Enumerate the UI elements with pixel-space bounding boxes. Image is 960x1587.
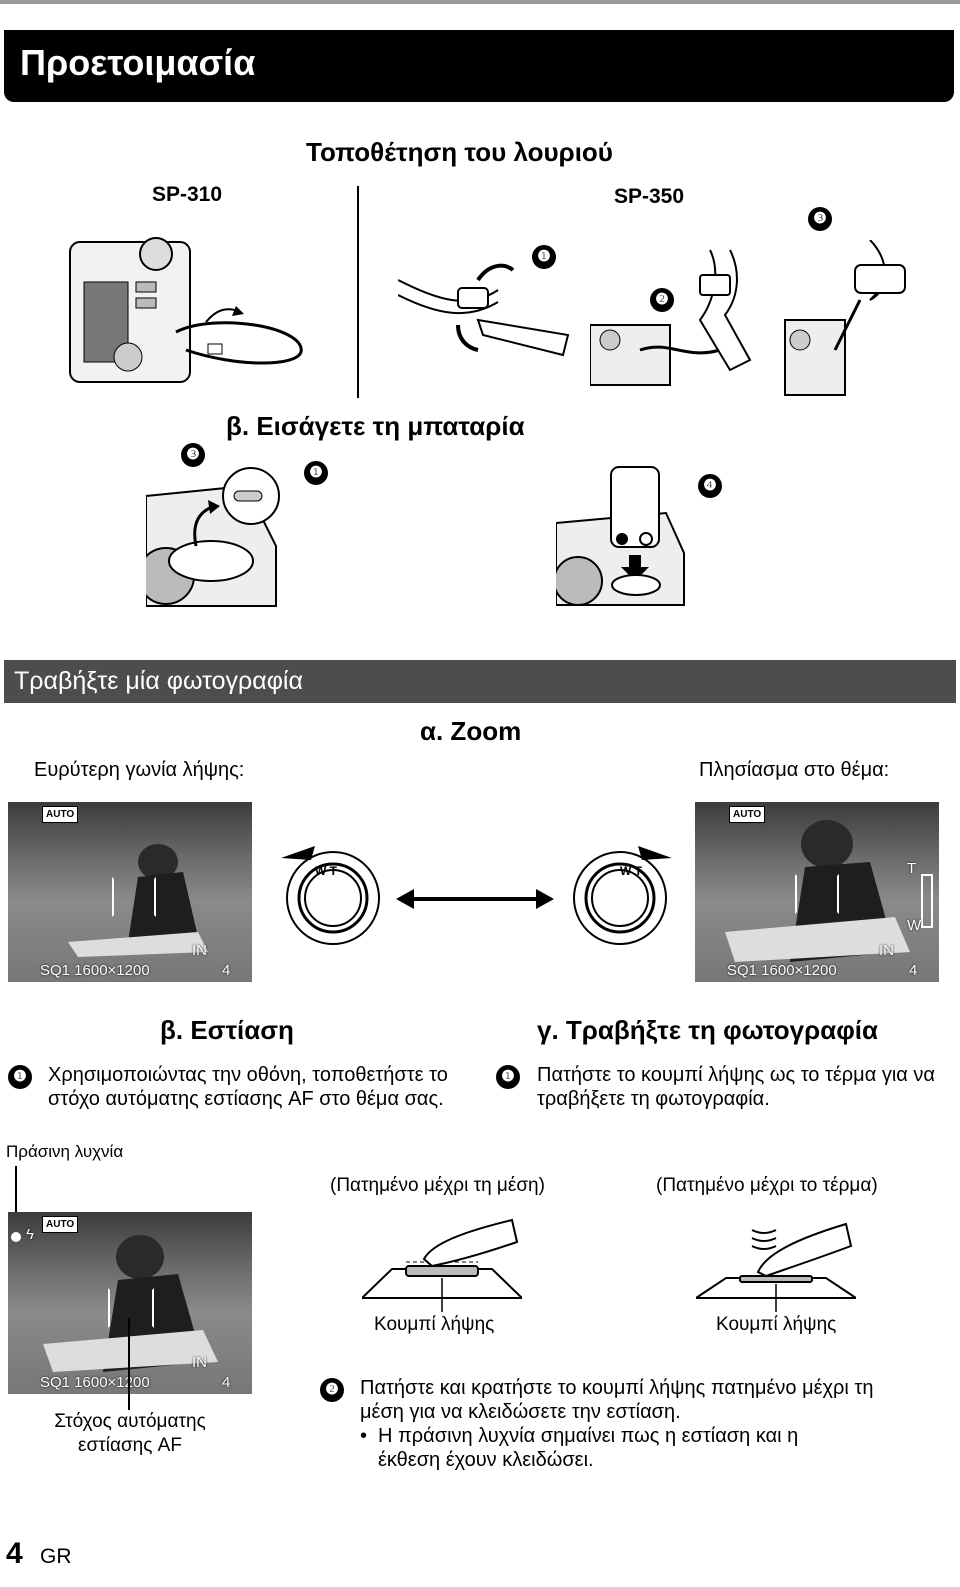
model-sp350: SP-350 xyxy=(614,185,685,208)
shutter-half-illustration xyxy=(362,1214,522,1314)
shot-count: 4 xyxy=(222,962,231,979)
zoom-heading: α. Zoom xyxy=(420,716,522,746)
auto-mode-icon: AUTO xyxy=(729,806,766,823)
page-number: 4 xyxy=(6,1537,23,1570)
half-pressed-label: (Πατημένο μέχρι τη μέση) xyxy=(330,1175,545,1196)
zoom-arrow-icon xyxy=(396,888,554,910)
focus-bullet-text: Η πράσινη λυχνία σημαίνει πως η εστίαση … xyxy=(378,1425,799,1471)
telephoto-screen: AUTO T W SQ1 1600×1200 IN 4 xyxy=(695,802,939,982)
wide-label: Ευρύτερη γωνία λήψης: xyxy=(34,759,245,781)
zoom-w-label: W xyxy=(907,917,922,934)
zoom-lever-wide: W T xyxy=(275,838,385,948)
af-target-label: Στόχος αυτόματης εστίασης AF xyxy=(54,1411,206,1456)
top-rule xyxy=(0,0,960,4)
zoom-bar xyxy=(921,874,933,928)
auto-mode-icon: AUTO xyxy=(42,1216,79,1233)
shot-count: 4 xyxy=(222,1374,231,1391)
green-lamp-leader xyxy=(15,1166,17,1234)
subject-silhouette xyxy=(725,820,910,962)
memory-indicator: IN xyxy=(192,1354,207,1371)
page-title: Προετοιμασία xyxy=(20,42,256,83)
zoom-lever-tele: W T xyxy=(568,838,678,948)
battery-heading: β. Εισάγετε τη μπαταρία xyxy=(226,411,525,441)
strap-step-1: ❶ xyxy=(532,245,556,269)
tele-label: Πλησίασμα στο θέμα: xyxy=(699,759,890,781)
strap-step-2: ❷ xyxy=(650,288,674,312)
section-title: Τραβήξτε μία φωτογραφία xyxy=(14,667,303,695)
focus-step-1-text: Χρησιμοποιώντας την οθόνη, τοποθετήστε τ… xyxy=(48,1064,448,1110)
focus-step-1-number: ❶ xyxy=(8,1065,32,1089)
memory-indicator: IN xyxy=(879,942,894,959)
battery-insert-illustration xyxy=(556,463,686,608)
quality-readout: SQ1 1600×1200 xyxy=(40,1374,150,1391)
strap-heading: Τοποθέτηση του λουριού xyxy=(306,137,613,167)
full-pressed-label: (Πατημένο μέχρι το τέρμα) xyxy=(656,1175,878,1196)
section-bar: Τραβήξτε μία φωτογραφία xyxy=(4,660,956,703)
take-heading: γ. Τραβήξτε τη φωτογραφία xyxy=(537,1015,878,1045)
column-divider xyxy=(357,186,359,398)
quality-readout: SQ1 1600×1200 xyxy=(727,962,837,979)
title-bar: Προετοιμασία xyxy=(4,30,954,102)
af-target-leader xyxy=(128,1318,130,1410)
wide-angle-screen: AUTO SQ1 1600×1200 IN 4 xyxy=(8,802,252,982)
af-target-frame xyxy=(795,874,839,914)
strap-sp350-illustration xyxy=(590,240,920,400)
shutter-label-half: Κουμπί λήψης xyxy=(374,1314,495,1335)
strap-sp310-illustration xyxy=(66,232,316,392)
lever-wt: W T xyxy=(315,864,337,878)
focus-step-2-text: Πατήστε και κρατήστε το κουμπί λήψης πατ… xyxy=(360,1377,874,1423)
take-step-1-text: Πατήστε το κουμπί λήψης ως το τέρμα για … xyxy=(537,1064,935,1110)
strap-step-3: ❸ xyxy=(808,207,832,231)
bullet-marker: • xyxy=(360,1425,368,1447)
quality-readout: SQ1 1600×1200 xyxy=(40,962,150,979)
memory-indicator: IN xyxy=(192,942,207,959)
shot-count: 4 xyxy=(909,962,918,979)
focus-heading: β. Εστίαση xyxy=(160,1015,294,1045)
lever-wt: W T xyxy=(620,864,642,878)
af-target-frame xyxy=(108,1288,154,1328)
subject-silhouette xyxy=(68,844,208,957)
take-step-1-number: ❶ xyxy=(496,1065,520,1089)
shutter-full-illustration xyxy=(696,1214,856,1314)
battery-step-3: ❸ xyxy=(181,443,205,467)
auto-mode-icon: AUTO xyxy=(42,806,79,823)
battery-cover-illustration xyxy=(146,466,281,611)
strap-loop-illustration xyxy=(398,240,598,370)
battery-step-1: ❶ xyxy=(304,461,328,485)
af-target-frame xyxy=(112,877,156,917)
focus-step-2-number: ❷ xyxy=(320,1378,344,1402)
battery-step-4: ❹ xyxy=(698,474,722,498)
focus-screen: ϟ AUTO SQ1 1600×1200 IN 4 xyxy=(8,1212,252,1394)
language-code: GR xyxy=(40,1545,72,1568)
zoom-t-label: T xyxy=(907,860,917,877)
green-lamp-dot xyxy=(11,1232,21,1242)
green-lamp-label: Πράσινη λυχνία xyxy=(6,1142,124,1161)
flash-icon: ϟ xyxy=(26,1226,34,1243)
model-sp310: SP-310 xyxy=(152,183,223,206)
shutter-label-full: Κουμπί λήψης xyxy=(716,1314,837,1335)
